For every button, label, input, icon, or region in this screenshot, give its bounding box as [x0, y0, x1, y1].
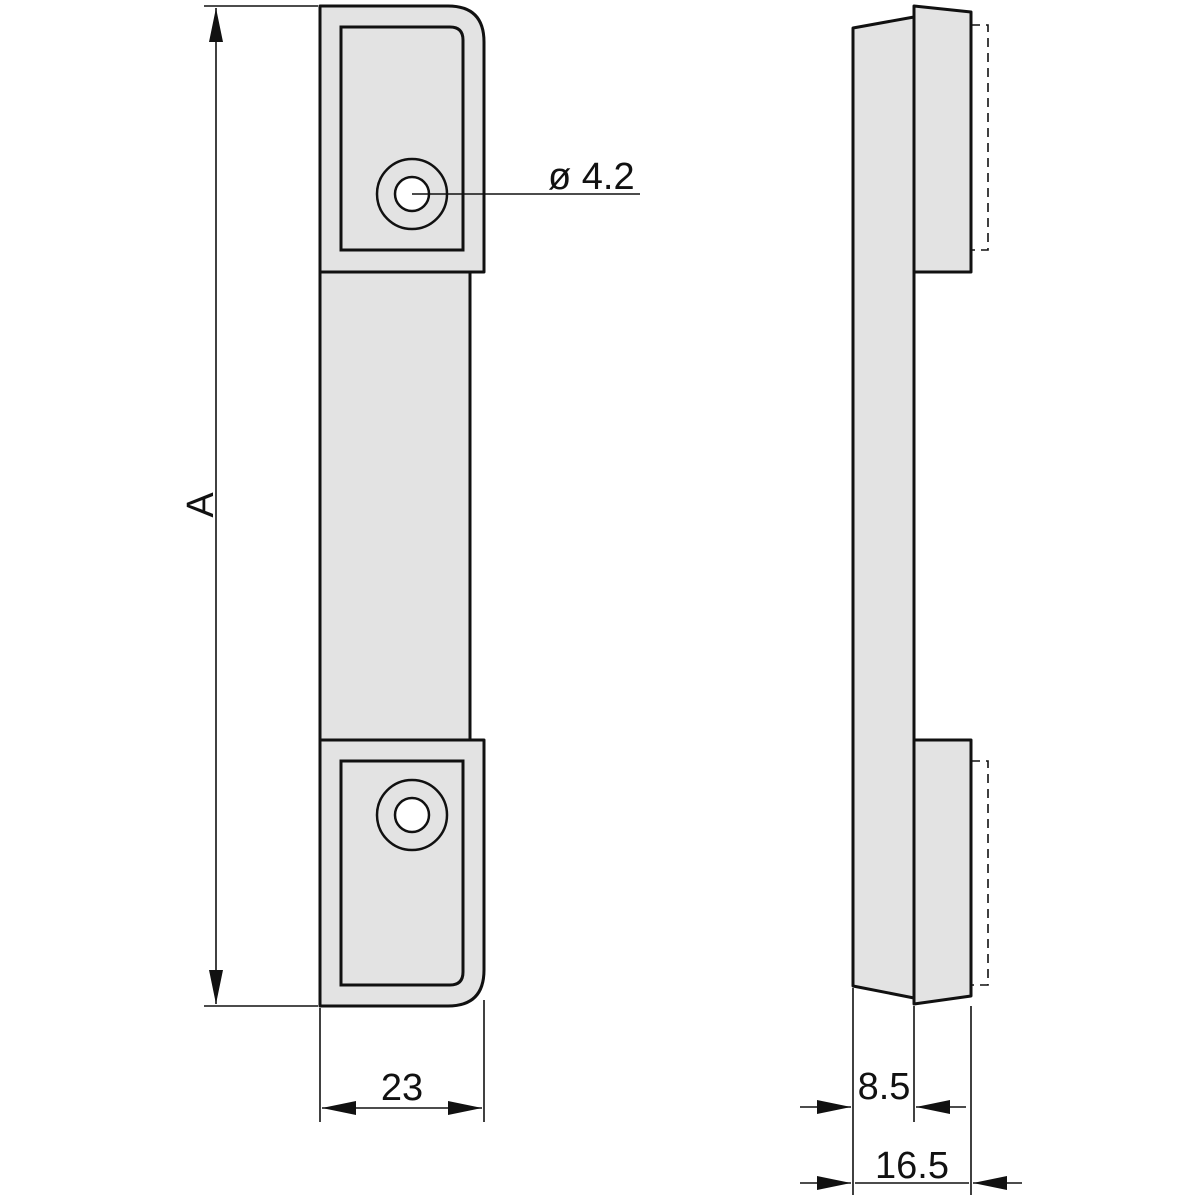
dimension-depth-base: 8.5: [800, 988, 966, 1195]
front-top-cap-recess: [339, 25, 465, 252]
dimension-width-arrow-right: [448, 1101, 482, 1115]
dimension-a: A: [180, 5, 318, 1007]
dimension-width: 23: [319, 1000, 485, 1122]
dimension-depth-total: 16.5: [800, 1006, 1022, 1195]
side-view: [851, 4, 989, 1006]
hole-diameter-label: ø 4.2: [548, 156, 635, 198]
side-bottom-hidden-line: [971, 760, 989, 986]
dimension-width-label: 23: [381, 1067, 423, 1109]
dimension-a-label: A: [180, 492, 222, 518]
side-top-foot: [912, 4, 973, 274]
dimension-a-arrow-top: [209, 8, 223, 42]
side-bottom-foot: [912, 738, 973, 1006]
dimension-depth-total-label: 16.5: [875, 1145, 949, 1187]
side-handle-body: [851, 15, 916, 1000]
dimension-depth-total-arrow-right: [973, 1176, 1007, 1190]
front-bottom-cap-recess: [339, 759, 465, 987]
front-handle-bar: [318, 270, 472, 742]
dimension-depth-total-arrow-left: [817, 1176, 851, 1190]
dimension-width-arrow-left: [322, 1101, 356, 1115]
dimension-depth-base-arrow-left: [817, 1100, 851, 1114]
dimension-depth-base-arrow-right: [916, 1100, 950, 1114]
dimension-depth-base-label: 8.5: [858, 1066, 911, 1108]
dimension-a-arrow-bottom: [209, 970, 223, 1004]
front-bottom-cap: [318, 738, 486, 1008]
side-top-hidden-line: [971, 24, 989, 251]
front-view: [318, 4, 486, 1008]
hole-diameter-callout: ø 4.2: [412, 156, 640, 198]
front-top-cap: [318, 4, 486, 274]
bottom-mounting-hole: [393, 796, 431, 834]
